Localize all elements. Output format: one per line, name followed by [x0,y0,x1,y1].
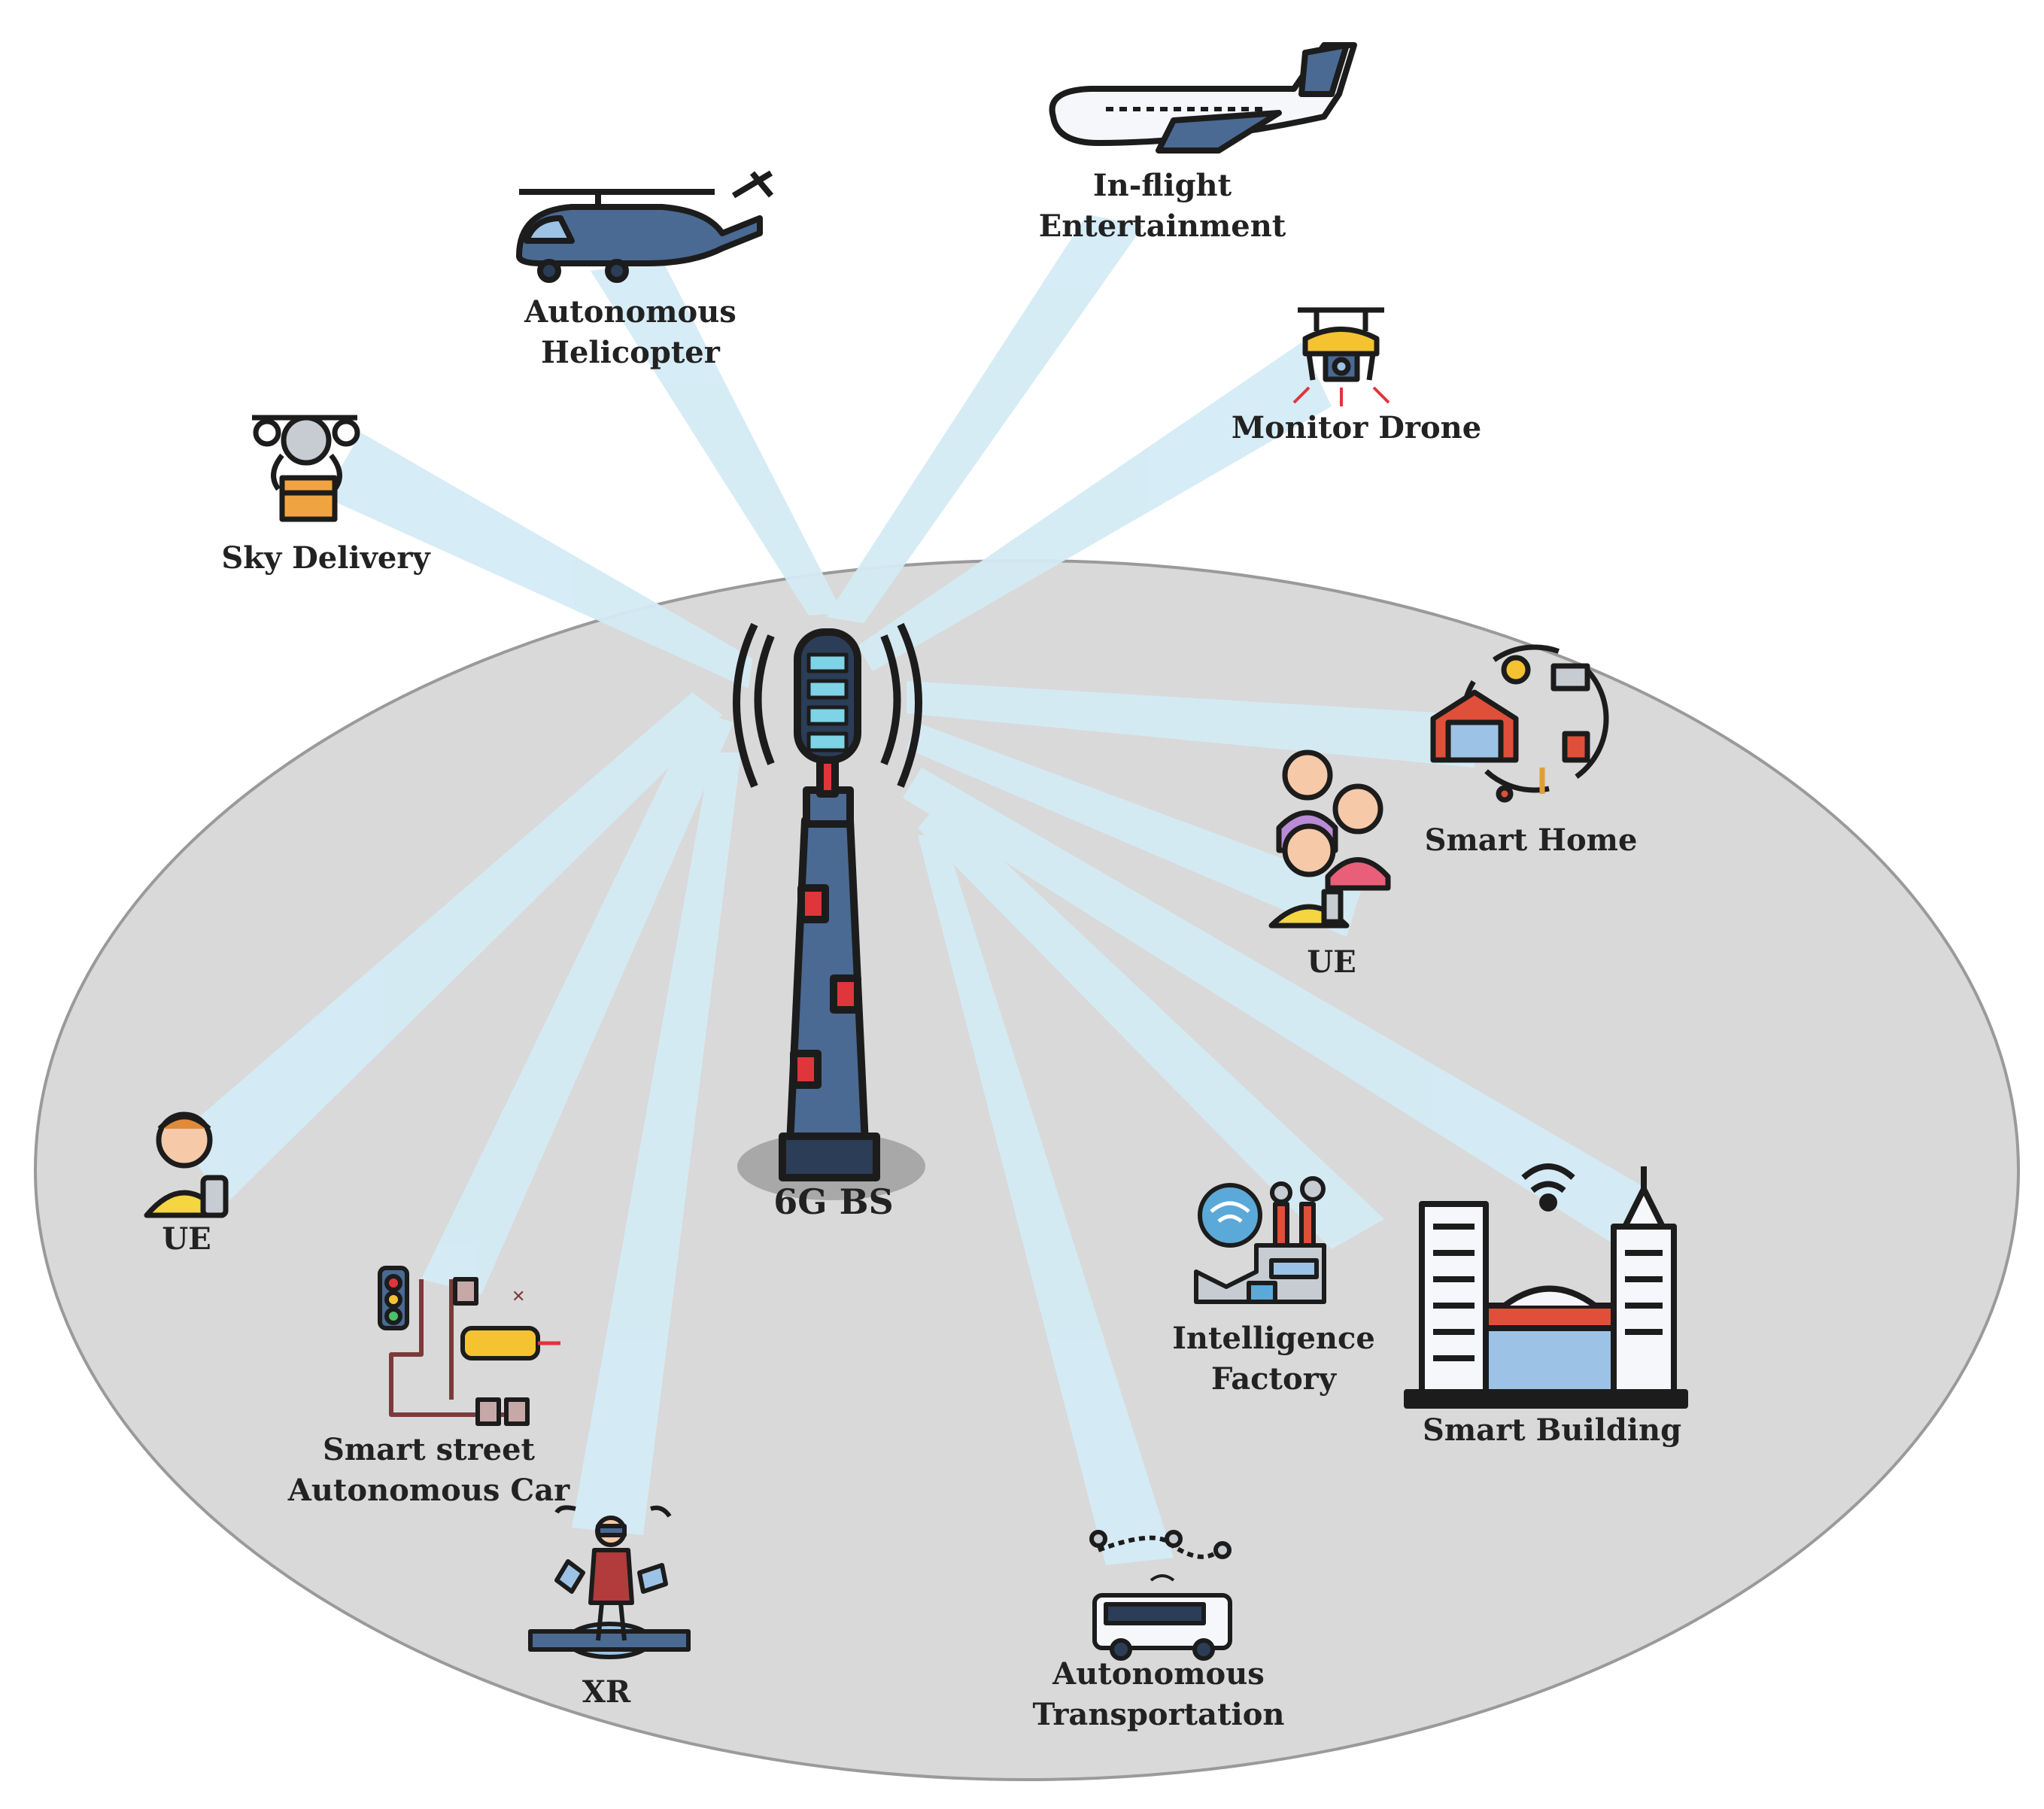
beam-smart-building [903,768,1648,1242]
beam-sky-delivery [323,433,752,689]
smart-street-icon: ✕ [378,1266,560,1426]
node-label-ue-group: UE [1307,944,1356,980]
node-label-ue-single: UE [162,1221,211,1257]
helicopter-icon [516,170,774,283]
beam-smart-street [421,711,733,1294]
svg-text:✕: ✕ [512,1288,525,1306]
smart-home-icon [1430,644,1609,803]
beam-ue-single [177,692,722,1204]
node-label-monitor-drone: Monitor Drone [1231,410,1482,445]
user-phone-icon [144,1111,229,1218]
tower-icon [733,622,922,1181]
smart-factory-icon [1194,1176,1326,1304]
node-label-smart-home: Smart Home [1424,822,1638,858]
beam-factory [918,801,1384,1249]
user-group-icon [1268,749,1391,929]
beams [177,214,1648,1565]
node-label-smart-building: Smart Building [1422,1412,1682,1448]
beam-xr [572,752,741,1535]
beam-ue-group [907,722,1362,937]
smart-building-icon [1404,1163,1688,1409]
node-label-sky-delivery: Sky Delivery [221,540,430,576]
beam-inflight [826,214,1143,623]
delivery-drone-icon [252,415,360,522]
airplane-icon [1049,42,1357,154]
node-label-xr: XR [582,1674,631,1710]
beam-smart-home [907,681,1475,768]
autonomous-bus-icon [1089,1530,1232,1661]
xr-user-icon [528,1505,691,1659]
beam-transportation [918,835,1174,1565]
beam-helicopter [591,260,843,616]
monitor-drone-icon [1292,307,1390,406]
beam-monitor-drone [858,342,1332,671]
bs-label: 6G BS [773,1181,894,1222]
